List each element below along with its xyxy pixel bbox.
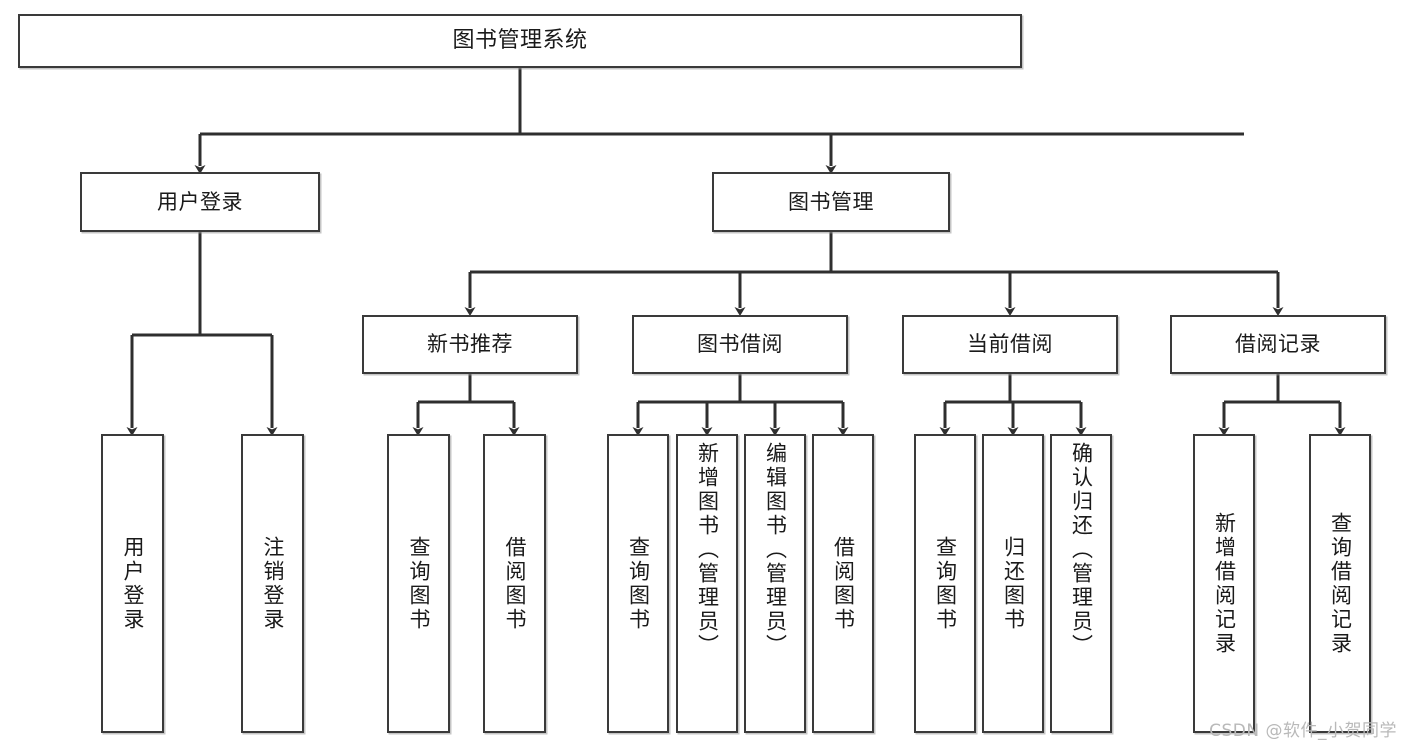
node-root-label: 图书管理系统 — [452, 28, 588, 54]
leaf-query-book-1[interactable]: 查询图书 — [387, 434, 450, 733]
leaf-add-book-label: 新增图书（管理员） — [695, 442, 720, 658]
leaf-query-book-1-label: 查询图书 — [407, 535, 431, 632]
leaf-query-book-2-label: 查询图书 — [626, 535, 651, 632]
node-user-login-label: 用户登录 — [157, 189, 243, 214]
leaf-add-record[interactable]: 新增借阅记录 — [1193, 434, 1255, 733]
node-book-manage[interactable]: 图书管理 — [712, 172, 950, 232]
leaf-add-book[interactable]: 新增图书（管理员） — [676, 434, 738, 733]
node-borrow-record[interactable]: 借阅记录 — [1170, 315, 1386, 374]
leaf-user-login[interactable]: 用户登录 — [101, 434, 164, 733]
leaf-borrow-book-2-label: 借阅图书 — [831, 535, 856, 632]
leaf-query-book-2[interactable]: 查询图书 — [607, 434, 669, 733]
leaf-query-record[interactable]: 查询借阅记录 — [1309, 434, 1371, 733]
leaf-confirm-return[interactable]: 确认归还（管理员） — [1050, 434, 1112, 733]
node-book-borrow-label: 图书借阅 — [697, 332, 783, 357]
node-root[interactable]: 图书管理系统 — [18, 14, 1022, 68]
node-book-borrow[interactable]: 图书借阅 — [632, 315, 848, 374]
node-current-borrow-label: 当前借阅 — [967, 332, 1053, 357]
node-borrow-record-label: 借阅记录 — [1235, 332, 1321, 357]
node-new-book-rec[interactable]: 新书推荐 — [362, 315, 578, 374]
leaf-return-book-label: 归还图书 — [1001, 535, 1026, 632]
leaf-add-record-label: 新增借阅记录 — [1212, 511, 1237, 656]
node-new-book-rec-label: 新书推荐 — [427, 332, 513, 357]
watermark: CSDN @软件_小贺同学 — [1209, 721, 1397, 741]
leaf-return-book[interactable]: 归还图书 — [982, 434, 1044, 733]
leaf-query-record-label: 查询借阅记录 — [1328, 511, 1353, 656]
leaf-edit-book[interactable]: 编辑图书（管理员） — [744, 434, 806, 733]
leaf-borrow-book-2[interactable]: 借阅图书 — [812, 434, 874, 733]
node-current-borrow[interactable]: 当前借阅 — [902, 315, 1118, 374]
leaf-borrow-book-1[interactable]: 借阅图书 — [483, 434, 546, 733]
leaf-borrow-book-1-label: 借阅图书 — [503, 535, 527, 632]
leaf-query-book-3-label: 查询图书 — [933, 535, 958, 632]
node-book-manage-label: 图书管理 — [788, 189, 874, 214]
node-user-login[interactable]: 用户登录 — [80, 172, 320, 232]
leaf-user-login-label: 用户登录 — [121, 535, 145, 632]
leaf-logout-label: 注销登录 — [261, 535, 285, 632]
leaf-confirm-return-label: 确认归还（管理员） — [1069, 442, 1094, 658]
leaf-edit-book-label: 编辑图书（管理员） — [763, 442, 788, 658]
leaf-logout[interactable]: 注销登录 — [241, 434, 304, 733]
leaf-query-book-3[interactable]: 查询图书 — [914, 434, 976, 733]
